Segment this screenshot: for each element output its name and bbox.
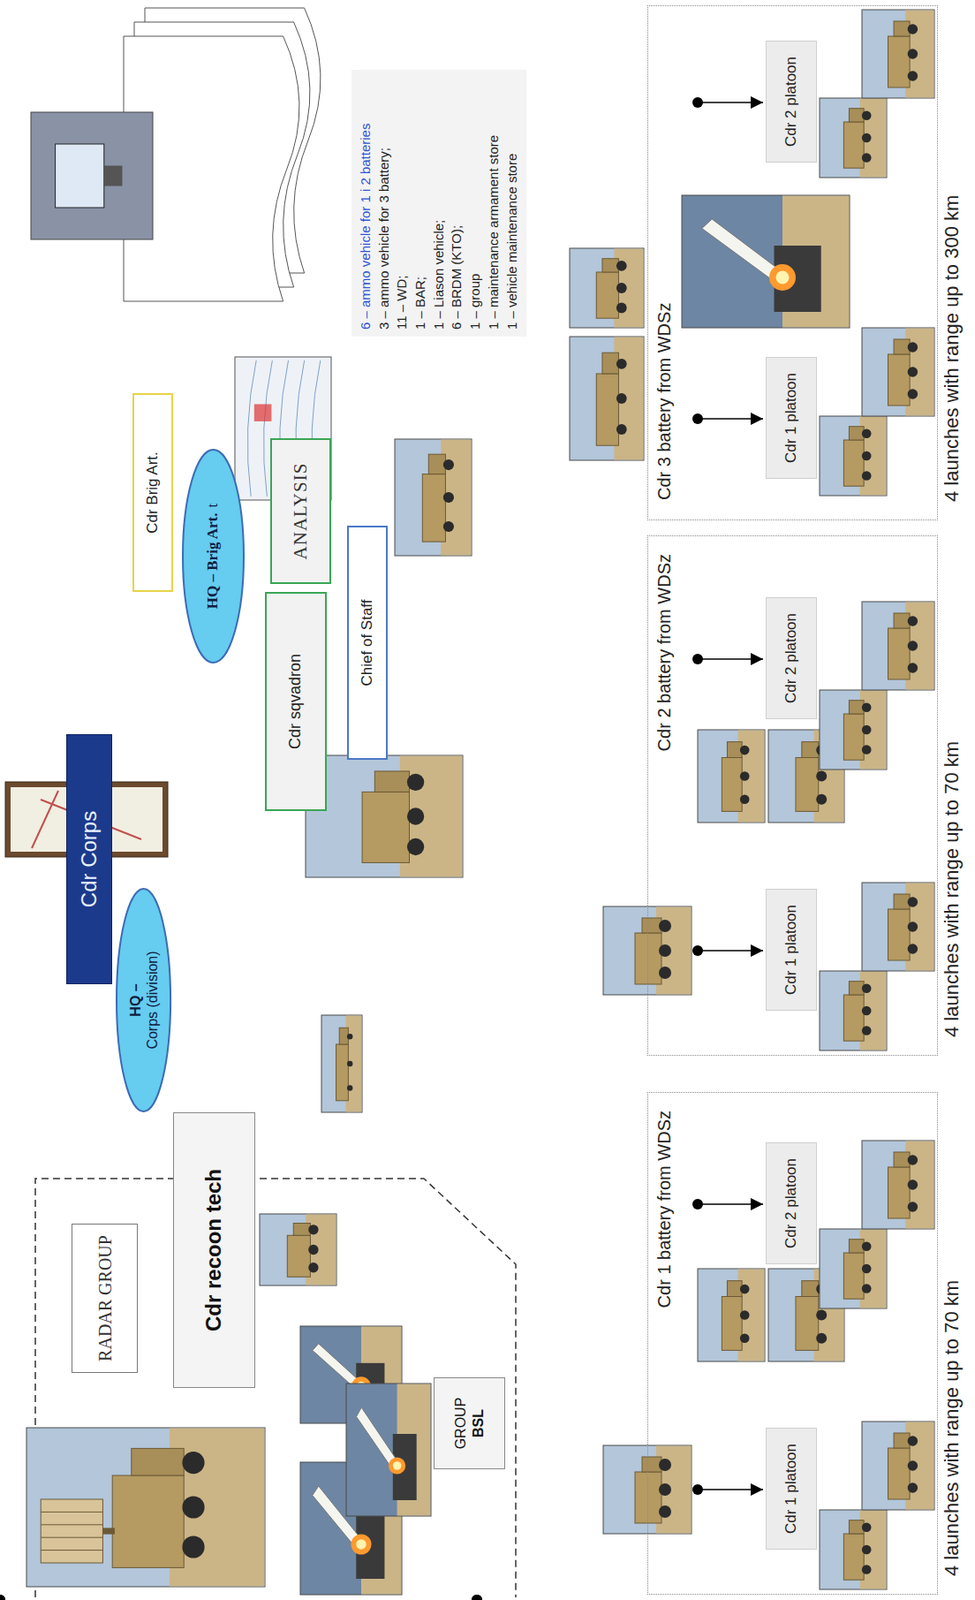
note-line: 6 – ammo vehicle for 1 i 2 batteries [356, 76, 376, 330]
ellipse-outline [115, 887, 172, 1112]
node-label: Cdr 2 platoon [782, 612, 801, 703]
node-label: Cdr Brig Art. [143, 451, 162, 534]
platoon-box: Cdr 1 platoon [765, 888, 817, 1011]
commander-box: Cdr recoon tech [173, 1111, 256, 1388]
staff-box: Chief of Staff [347, 525, 388, 760]
photo-truck [861, 1140, 935, 1229]
note-line: 1 – vehicle maintenance store [503, 76, 522, 330]
photo-truck [861, 601, 935, 690]
commander-box: Cdr sqvadron [264, 591, 327, 811]
link-dot [471, 1594, 483, 1600]
photo-truck [394, 438, 472, 556]
link-dot [471, 1594, 483, 1600]
photo-truck [321, 1014, 363, 1112]
commander-box: Cdr Brig Art. [132, 393, 174, 592]
photo-truck [259, 1213, 337, 1285]
range-note: 4 launches with range up to 70 km [940, 1279, 964, 1576]
photo-truck [861, 327, 935, 416]
node-label: Cdr 1 platoon [782, 372, 801, 463]
note-list: 6 – ammo vehicle for 1 i 2 batteries3 – … [351, 69, 527, 337]
photo-truck [819, 415, 887, 496]
node-label: Cdr Corps [76, 810, 103, 907]
hq-ellipse: HQ –Corps (division) [115, 887, 172, 1112]
photo-truck [569, 248, 644, 328]
photo-truck [819, 1509, 887, 1589]
node-label: Cdr 1 platoon [782, 1443, 801, 1534]
node-label: HQ – Brig Art. [204, 513, 222, 610]
link-dot [0, 1594, 6, 1600]
link-dot [0, 1594, 6, 1600]
photo-truck [697, 729, 765, 823]
note-line: 11 – WD; [393, 76, 412, 330]
photo-missile [346, 1383, 431, 1516]
photo-radar [26, 1427, 265, 1587]
photo-truck [569, 336, 644, 461]
note-line: 1 – BAR; [411, 76, 431, 330]
photo-truck [861, 9, 935, 99]
node-label: RADAR GROUP [94, 1234, 116, 1361]
node-label: BSL [469, 1408, 487, 1437]
battery-frame: Cdr 1 battery from WDSz4 launches with r… [647, 1091, 938, 1595]
command-arrow [697, 949, 764, 952]
analysis-box: ANALYSIS [270, 438, 332, 584]
link-dot [471, 1594, 483, 1600]
photo-truck [861, 1420, 935, 1510]
node-label: HQ – [127, 982, 144, 1016]
node-label: Chief of Staff [358, 599, 377, 687]
ellipse-shape [182, 449, 244, 663]
node-label: Cdr 2 platoon [782, 56, 801, 147]
command-arrow [697, 1202, 764, 1205]
photo-truck [861, 882, 935, 971]
node-label: Cdr sqvadron [286, 653, 306, 749]
node-label: Cdr 1 platoon [782, 904, 801, 995]
command-arrow [697, 417, 764, 420]
command-arrow [697, 101, 764, 104]
command-arrow [697, 1488, 764, 1490]
platoon-box: Cdr 1 platoon [765, 1427, 817, 1550]
platoon-box: Cdr 1 platoon [765, 356, 817, 479]
battery-title: Cdr 1 battery from WDSz [653, 1110, 675, 1308]
battery-title: Cdr 2 battery from WDSz [653, 553, 675, 751]
note-line: 6 – BRDM (KTO); [447, 76, 467, 330]
photo-missile [681, 195, 850, 328]
ellipse-shape [116, 888, 171, 1112]
photo-screen [30, 112, 153, 240]
battery-frame: Cdr 3 battery from WDSz4 launches with r… [647, 5, 938, 521]
group-box: GROUPBSL [433, 1376, 506, 1469]
photo-truck [305, 755, 463, 877]
node-label: t [204, 503, 222, 508]
platoon-box: Cdr 2 platoon [765, 40, 817, 163]
link-dot [0, 1594, 6, 1600]
note-line: 1 – maintenance armament store [484, 76, 504, 330]
hq-ellipse: HQ – Brig Art. t [181, 448, 245, 664]
node-label: Cdr 2 platoon [782, 1157, 801, 1248]
platoon-box: Cdr 2 platoon [765, 597, 817, 719]
group-box: RADAR GROUP [71, 1223, 138, 1373]
platoon-box: Cdr 2 platoon [765, 1141, 817, 1264]
node-label: Cdr recoon tech [201, 1168, 227, 1331]
photo-truck [697, 1268, 765, 1361]
node-label: ANALYSIS [289, 462, 312, 560]
note-line: 1 – Liason vehicle; [430, 76, 449, 330]
range-note: 4 launches with range up to 300 km [940, 195, 964, 502]
commander-box: Cdr Corps [66, 733, 113, 984]
range-note: 4 launches with range up to 70 km [940, 740, 964, 1037]
photo-truck [819, 970, 887, 1051]
photo-truck [819, 689, 887, 770]
node-label: Corps (division) [143, 950, 161, 1049]
command-arrow [697, 657, 764, 660]
note-line: 3 – ammo vehicle for 3 battery; [375, 76, 394, 330]
battery-title: Cdr 3 battery from WDSz [653, 302, 675, 500]
photo-truck [819, 98, 887, 178]
node-label: GROUP [452, 1397, 469, 1450]
photo-truck [819, 1228, 887, 1308]
note-line: 1 – group [466, 76, 485, 330]
battery-frame: Cdr 2 battery from WDSz4 launches with r… [647, 535, 938, 1056]
